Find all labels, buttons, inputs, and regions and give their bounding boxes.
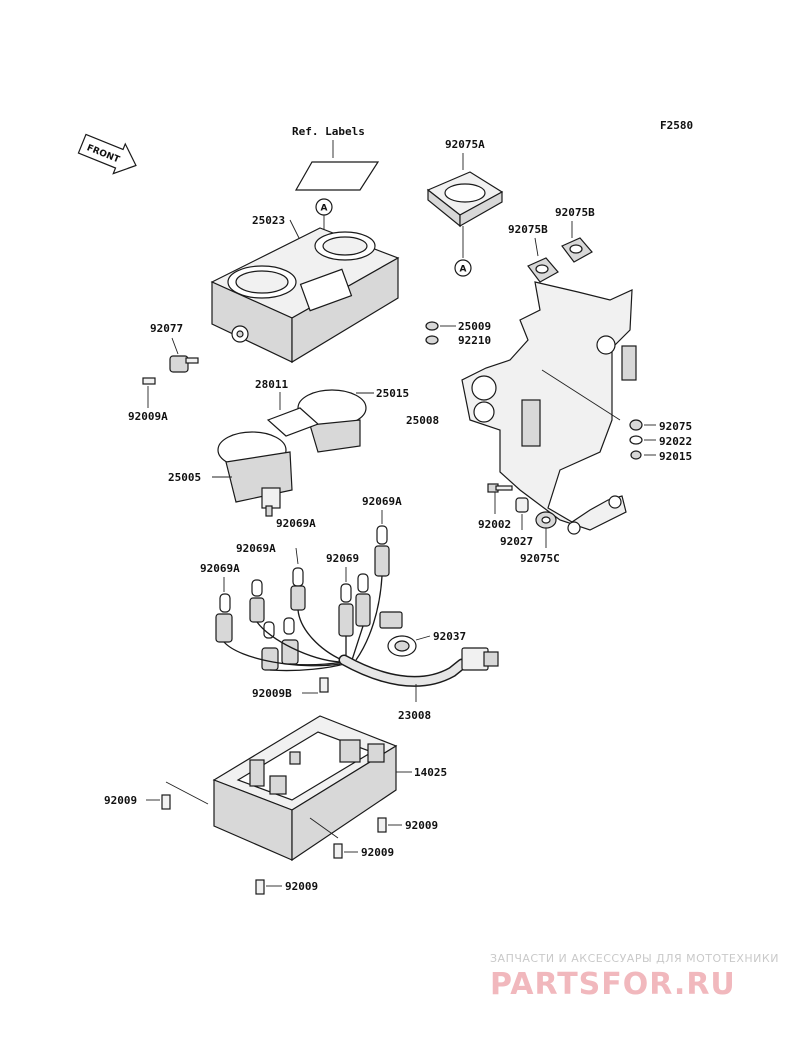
screw-92009B <box>319 677 329 693</box>
nut-25009 <box>425 321 439 331</box>
screw-92009-2 <box>377 817 387 833</box>
label-92002: 92002 <box>478 518 511 531</box>
label-25015: 25015 <box>376 387 409 400</box>
label-28011: 28011 <box>255 378 288 391</box>
wiring-harness-23008 <box>215 525 499 687</box>
label-25005: 25005 <box>168 471 201 484</box>
label-92069: 92069 <box>326 552 359 565</box>
grommet-92075B-1 <box>561 237 593 263</box>
label-92075C: 92075C <box>520 552 560 565</box>
label-23008: 23008 <box>398 709 431 722</box>
grommet-92075C <box>535 511 557 529</box>
bolt-92002 <box>487 483 513 493</box>
label-92022: 92022 <box>659 435 692 448</box>
ref-label-sheet <box>294 161 380 191</box>
grommet-92075 <box>629 419 643 431</box>
callout-a-right-label: A <box>460 265 467 275</box>
label-92075B-1: 92075B <box>555 206 595 219</box>
label-25023: 25023 <box>252 214 285 227</box>
label-92069A-1: 92069A <box>276 517 316 530</box>
label-92027: 92027 <box>500 535 533 548</box>
label-92009-3: 92009 <box>361 846 394 859</box>
label-92009-4: 92009 <box>285 880 318 893</box>
screw-92009-4 <box>255 879 265 895</box>
nut-92210 <box>425 335 439 345</box>
label-92015: 92015 <box>659 450 692 463</box>
screw-92009A <box>142 377 156 385</box>
knob-92077 <box>169 355 199 373</box>
front-arrow-icon: FRONT <box>77 133 137 175</box>
callout-a-left-label: A <box>321 204 328 214</box>
label-92077: 92077 <box>150 322 183 335</box>
meter-cover-14025 <box>212 715 398 862</box>
label-14025: 14025 <box>414 766 447 779</box>
screw-92009-1 <box>161 794 171 810</box>
speedometer-25005 <box>217 431 293 517</box>
watermark-tagline: ЗАПЧАСТИ И АКСЕССУАРЫ ДЛЯ МОТОТЕХНИКИ <box>490 952 779 965</box>
meter-panel-28011 <box>266 407 320 437</box>
label-ref-labels: Ref. Labels <box>292 125 365 138</box>
label-25009: 25009 <box>458 320 491 333</box>
watermark-brand: PARTSFOR.RU <box>490 967 736 1002</box>
label-92009B: 92009B <box>252 687 292 700</box>
screw-92009-3 <box>333 843 343 859</box>
grommet-92075B-2 <box>527 257 559 283</box>
washer-92022 <box>629 435 643 445</box>
label-92069A-4: 92069A <box>200 562 240 575</box>
meter-case-25023 <box>210 227 400 364</box>
clamp-92037 <box>387 635 417 657</box>
label-25008: 25008 <box>406 414 439 427</box>
label-92009-2: 92009 <box>405 819 438 832</box>
label-92075A: 92075A <box>445 138 485 151</box>
label-92075: 92075 <box>659 420 692 433</box>
figure-code: F2580 <box>660 119 693 132</box>
label-92069A-3: 92069A <box>236 542 276 555</box>
collar-92027 <box>515 497 529 513</box>
label-92210: 92210 <box>458 334 491 347</box>
label-92075B-2: 92075B <box>508 223 548 236</box>
nut-92015 <box>630 450 642 460</box>
bracket-25008 <box>461 281 637 535</box>
label-92069A-2: 92069A <box>362 495 402 508</box>
callout-a-right <box>454 259 472 277</box>
grommet-92075A <box>426 171 504 228</box>
label-92009A: 92009A <box>128 410 168 423</box>
label-92037: 92037 <box>433 630 466 643</box>
tachometer-25015 <box>297 389 367 453</box>
label-92009-1: 92009 <box>104 794 137 807</box>
